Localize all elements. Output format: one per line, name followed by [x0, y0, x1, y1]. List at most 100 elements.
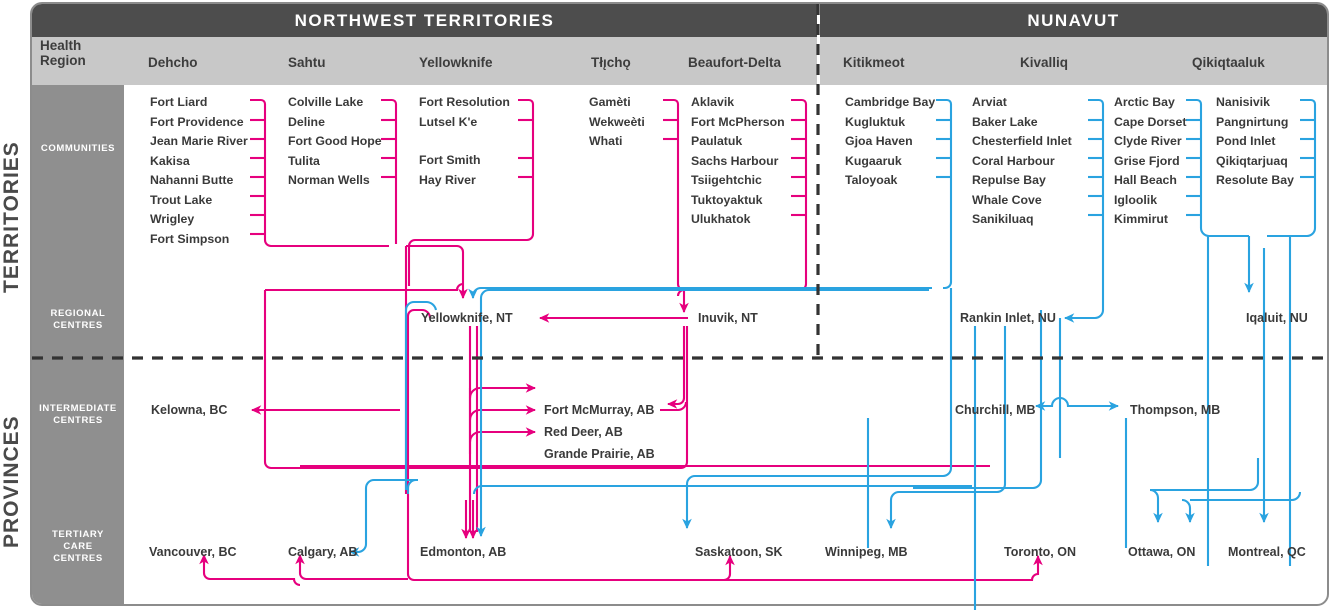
community-item: Taloyoak [845, 173, 898, 187]
group-header-nunavut: NUNAVUT [820, 4, 1327, 37]
community-item: Fort Liard [150, 95, 208, 109]
community-list-yellowknife-a: Fort Resolution Lutsel K'e [419, 93, 510, 132]
community-item: Colville Lake [288, 95, 364, 109]
community-item: Tuktoyaktuk [691, 192, 763, 207]
community-item: Wekweèti [589, 114, 645, 129]
community-item: Ulukhatok [691, 212, 751, 226]
community-item: Qikiqtarjuaq [1216, 153, 1288, 168]
row-label-tertiary-line1: TERTIARY [52, 529, 104, 540]
community-item: Fort Good Hope [288, 134, 382, 148]
column-header-tlicho: Tłı̨chǫ [591, 55, 631, 70]
row-label-regional-line2: CENTRES [53, 320, 103, 331]
community-list-dehcho: Fort Liard Fort Providence Jean Marie Ri… [150, 93, 248, 249]
community-item: Fort McPherson [691, 114, 785, 129]
row-label-intermediate-centres: INTERMEDIATE CENTRES [32, 403, 124, 427]
node-toronto-on: Toronto, ON [1004, 545, 1076, 559]
community-item: Cape Dorset [1114, 114, 1187, 129]
community-item: Tsiigehtchic [691, 173, 762, 187]
community-item: Paulatuk [691, 134, 743, 148]
community-item: Clyde River [1114, 134, 1182, 148]
community-item: Pond Inlet [1216, 134, 1276, 148]
node-thompson-mb: Thompson, MB [1130, 403, 1221, 417]
row-label-intermediate-line1: INTERMEDIATE [39, 403, 117, 414]
community-list-kivalliq: Arviat Baker Lake Chesterfield Inlet Cor… [972, 93, 1072, 230]
row-label-tertiary-care-centres: TERTIARY CARE CENTRES [32, 529, 124, 565]
community-item: Deline [288, 114, 325, 129]
community-item: Hall Beach [1114, 173, 1177, 187]
community-item: Kakisa [150, 153, 190, 168]
node-vancouver-bc: Vancouver, BC [149, 545, 237, 559]
community-list-kitikmeot: Cambridge Bay Kugluktuk Gjoa Haven Kugaa… [845, 93, 935, 191]
community-item: Norman Wells [288, 173, 370, 187]
community-item: Arctic Bay [1114, 95, 1175, 109]
community-item: Chesterfield Inlet [972, 134, 1072, 148]
community-item: Repulse Bay [972, 173, 1046, 187]
community-item: Kugluktuk [845, 114, 906, 129]
community-item: Kugaaruk [845, 153, 902, 168]
column-header-beaufort-delta: Beaufort-Delta [688, 55, 782, 70]
community-item: Wrigley [150, 212, 195, 226]
node-grande-prairie-ab: Grande Prairie, AB [544, 447, 655, 461]
row-label-tertiary-line3: CENTRES [53, 553, 103, 564]
node-edmonton-ab: Edmonton, AB [420, 545, 507, 559]
community-list-yellowknife-b: Fort Smith Hay River [419, 151, 480, 190]
row-label-tertiary-line2: CARE [63, 541, 93, 552]
community-item: Hay River [419, 172, 476, 187]
node-inuvik-nt: Inuvik, NT [698, 311, 758, 325]
node-iqaluit-nu: Iqaluit, NU [1246, 311, 1308, 325]
community-item: Whale Cove [972, 192, 1042, 207]
community-list-qikiqtaaluk-b: Nanisivik Pangnirtung Pond Inlet Qikiqta… [1216, 93, 1294, 191]
community-list-beaufort-delta: Aklavik Fort McPherson Paulatuk Sachs Ha… [691, 93, 785, 230]
node-fort-mcmurray-ab: Fort McMurray, AB [544, 403, 655, 417]
column-header-qikiqtaaluk: Qikiqtaaluk [1192, 55, 1265, 70]
axis-label-provinces: PROVINCES [0, 415, 23, 549]
column-header-band-right [820, 37, 1327, 85]
community-item: Aklavik [691, 95, 735, 109]
community-item: Igloolik [1114, 192, 1158, 207]
community-item: Coral Harbour [972, 153, 1055, 168]
column-header-kitikmeot: Kitikmeot [843, 55, 905, 70]
column-header-dehcho: Dehcho [148, 55, 198, 70]
row-label-intermediate-line2: CENTRES [53, 415, 103, 426]
community-list-sahtu: Colville Lake Deline Fort Good Hope Tuli… [288, 93, 382, 191]
row-label-strip [32, 85, 124, 604]
community-item: Baker Lake [972, 114, 1038, 129]
row-label-regional-centres: REGIONAL CENTRES [32, 308, 124, 332]
row-label-regional-line1: REGIONAL [50, 308, 106, 319]
community-item: Pangnirtung [1216, 114, 1289, 129]
community-item: Gjoa Haven [845, 134, 913, 148]
node-montreal-qc: Montreal, QC [1228, 545, 1306, 559]
community-item: Whati [589, 134, 623, 148]
community-list-qikiqtaaluk-a: Arctic Bay Cape Dorset Clyde River Grise… [1114, 93, 1186, 230]
community-item: Fort Resolution [419, 95, 510, 109]
community-list-tlicho: Gamèti Wekweèti Whati [589, 93, 645, 152]
community-item: Gamèti [589, 95, 631, 109]
node-red-deer-ab: Red Deer, AB [544, 425, 623, 439]
column-header-sahtu: Sahtu [288, 55, 326, 70]
column-header-band-left [32, 37, 817, 85]
community-item: Tulita [288, 153, 320, 168]
axis-label-territories: TERRITORIES [0, 141, 23, 293]
community-item: Fort Providence [150, 114, 244, 129]
community-item: Cambridge Bay [845, 95, 936, 109]
community-item: Grise Fjord [1114, 153, 1180, 168]
community-item: Sachs Harbour [691, 153, 779, 168]
community-item: Nahanni Butte [150, 173, 234, 187]
node-yellowknife-nt: Yellowknife, NT [421, 311, 513, 325]
community-item: Resolute Bay [1216, 173, 1294, 187]
node-saskatoon-sk: Saskatoon, SK [695, 545, 783, 559]
community-item: Fort Smith [419, 153, 481, 167]
community-item: Nanisivik [1216, 95, 1270, 109]
node-winnipeg-mb: Winnipeg, MB [825, 545, 908, 559]
community-item: Lutsel K'e [419, 114, 478, 129]
community-item: Sanikiluaq [972, 212, 1034, 226]
node-churchill-mb: Churchill, MB [955, 403, 1036, 417]
community-item: Trout Lake [150, 192, 213, 207]
node-calgary-ab: Calgary, AB [288, 545, 358, 559]
node-rankin-inlet-nu: Rankin Inlet, NU [960, 311, 1056, 325]
group-header-northwest-territories: NORTHWEST TERRITORIES [32, 4, 817, 37]
node-kelowna-bc: Kelowna, BC [151, 403, 228, 417]
community-item: Fort Simpson [150, 231, 230, 246]
